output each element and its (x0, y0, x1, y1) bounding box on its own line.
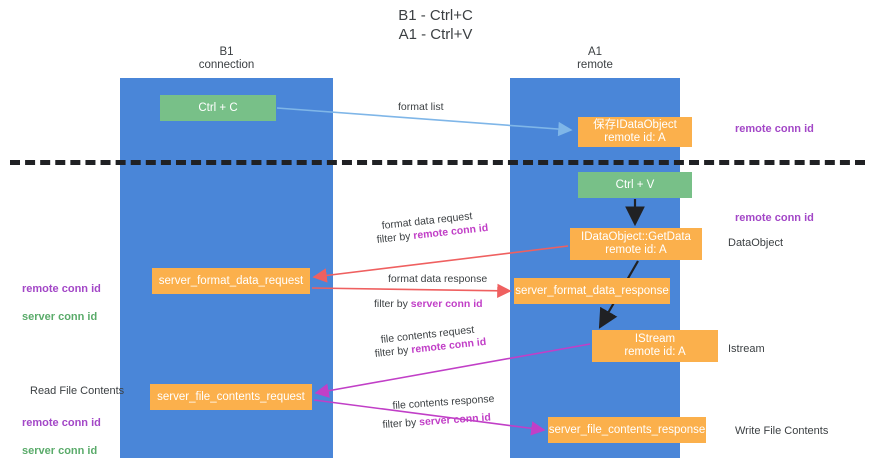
node-idataobject-getdata[interactable]: IDataObject::GetData remote id: A (570, 228, 702, 260)
annotation-remote-conn-id-left-bottom: remote conn id (22, 417, 101, 429)
annotation-istream: Istream (728, 343, 765, 355)
node-save-idataobject[interactable]: 保存IDataObject remote id: A (578, 117, 692, 147)
annotation-remote-conn-id-left-top: remote conn id (22, 283, 101, 295)
filter-by-text: filter by (376, 230, 414, 246)
node-ctrl-v[interactable]: Ctrl + V (578, 172, 692, 198)
annotation-server-conn-id-left-top: server conn id (22, 311, 98, 323)
node-istream[interactable]: IStream remote id: A (592, 330, 718, 362)
filter-by-text: filter by (374, 344, 412, 360)
annotation-write-file-contents: Write File Contents (735, 425, 829, 437)
annotation-read-file-contents: Read File Contents (30, 385, 125, 397)
edge-label-format-data-response-filter: filter by server conn id (374, 297, 483, 311)
diagram-title: B1 - Ctrl+C A1 - Ctrl+V (398, 7, 473, 43)
filter-server-conn-id: server conn id (418, 411, 492, 429)
filter-server-conn-id: server conn id (410, 298, 483, 310)
annotation-remote-conn-id-top: remote conn id (735, 123, 814, 135)
edge-label-format-list: format list (398, 101, 444, 113)
phase-divider-dashed-line (10, 160, 865, 165)
swimlane-header-b1: B1 connection (198, 46, 255, 71)
node-server-file-contents-response[interactable]: server_file_contents_response (548, 417, 706, 443)
filter-by-text: filter by (374, 298, 411, 310)
edge-label-file-contents-response-filter: filter by server conn id (382, 410, 491, 432)
annotation-conn-ids-left-bottom: remote conn id server conn id (22, 402, 101, 458)
edge-format-data-response (311, 283, 512, 299)
node-server-file-contents-request[interactable]: server_file_contents_request (150, 384, 312, 410)
annotation-dataobject: DataObject (728, 237, 784, 249)
edge-label-file-contents-response: file contents response (392, 392, 495, 412)
annotation-conn-ids-left-top: remote conn id server conn id (22, 268, 101, 324)
filter-by-text: filter by (382, 416, 420, 431)
node-server-format-data-request[interactable]: server_format_data_request (152, 268, 310, 294)
swimlane-header-a1: A1 remote (577, 46, 613, 71)
node-ctrl-c[interactable]: Ctrl + C (160, 95, 276, 121)
node-server-format-data-response[interactable]: server_format_data_response (514, 278, 670, 304)
edge-label-format-data-response: format data response (388, 273, 488, 285)
annotation-remote-conn-id-mid: remote conn id (735, 212, 814, 224)
annotation-server-conn-id-left-bottom: server conn id (22, 445, 98, 457)
